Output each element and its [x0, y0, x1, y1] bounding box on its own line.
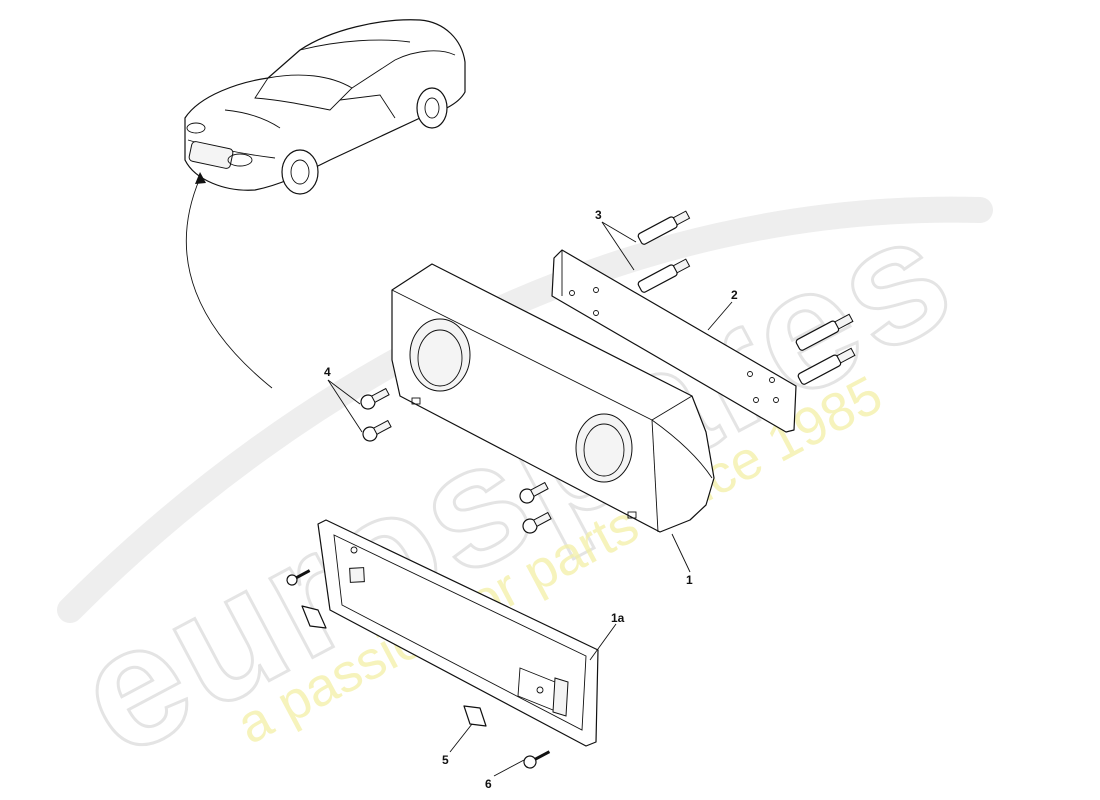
part-1-housing	[391, 263, 715, 533]
stud	[795, 313, 854, 351]
part-6-screws	[286, 569, 551, 769]
part-4-bolts	[360, 387, 552, 534]
bolt	[360, 387, 390, 410]
part-1a-plate-frame	[317, 519, 599, 747]
callout-2: 2	[731, 288, 738, 302]
callout-3: 3	[595, 208, 602, 222]
rear-wheel	[416, 87, 448, 129]
clip	[463, 705, 487, 727]
bolt	[522, 511, 552, 534]
part-2-mounting-plate	[551, 249, 797, 433]
callout-4: 4	[324, 365, 331, 379]
stud	[637, 258, 691, 293]
stud	[637, 210, 691, 245]
stud	[797, 347, 856, 385]
locator-arrowhead	[195, 172, 206, 184]
front-wheel	[281, 149, 319, 195]
car-illustration	[184, 19, 466, 195]
leader-lines	[327, 221, 733, 777]
part-3-studs	[637, 210, 856, 385]
screw	[523, 750, 551, 769]
bolt	[362, 419, 392, 442]
clip	[301, 605, 327, 629]
callout-6: 6	[485, 777, 492, 791]
screw	[286, 569, 311, 586]
locator-arrow	[185, 177, 273, 389]
callout-5: 5	[442, 753, 449, 767]
bolt	[519, 481, 549, 504]
part-5-clips	[301, 605, 487, 727]
callout-1a: 1a	[611, 611, 625, 625]
car-grille	[188, 141, 234, 169]
callout-1: 1	[686, 573, 693, 587]
